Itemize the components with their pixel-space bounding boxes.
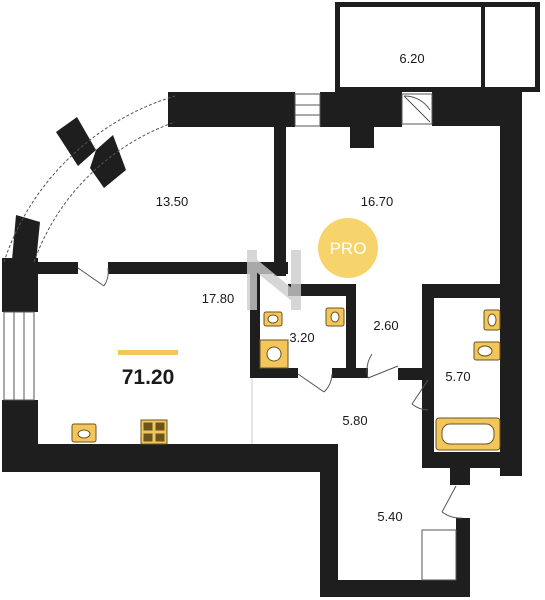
room-area-hall: 5.80 xyxy=(342,413,367,428)
stove-burner-4-icon xyxy=(155,433,165,442)
toilet-bowl-icon xyxy=(267,314,279,324)
entrance-wardrobe xyxy=(421,529,457,581)
balcony-divider xyxy=(481,2,485,90)
entrance-wall-right-upper xyxy=(450,465,470,485)
wc-wall-left xyxy=(250,274,260,378)
door-balcony xyxy=(403,95,431,123)
room-area-entrance: 5.40 xyxy=(377,509,402,524)
bathroom-wall-left xyxy=(422,284,434,468)
door-room-small xyxy=(77,267,109,287)
door-corridor xyxy=(366,353,399,379)
room-area-wc: 3.20 xyxy=(289,330,314,345)
bathroom-wall-top xyxy=(422,284,520,298)
pro-badge-text: PRO xyxy=(330,239,367,258)
door-wc xyxy=(297,373,333,393)
interior-wall-vertical-kitchen xyxy=(274,126,286,276)
balcony-wall-right xyxy=(535,2,540,92)
balcony-wall-top xyxy=(335,2,540,7)
stove-burner-1-icon xyxy=(143,422,153,431)
watermark-logo-diagonal xyxy=(248,258,300,302)
bottom-wall-living xyxy=(2,444,322,472)
corridor-wall-bottom xyxy=(332,368,368,378)
left-wall-upper xyxy=(2,258,38,312)
interior-wall-horizontal-2 xyxy=(108,262,288,274)
room-area-balcony: 6.20 xyxy=(399,51,424,66)
living-sink-basin-icon xyxy=(77,429,91,439)
room-area-living: 17.80 xyxy=(202,291,235,306)
stove-burner-3-icon xyxy=(143,433,153,442)
pro-badge xyxy=(318,218,378,278)
door-bathroom xyxy=(411,379,429,411)
corridor-wall-bottom-2 xyxy=(398,368,426,380)
wc-sink-basin-icon xyxy=(330,311,340,323)
entrance-wall-right xyxy=(456,518,470,597)
bath-toilet-bowl-icon xyxy=(477,345,493,357)
bathroom-wall-bottom xyxy=(422,452,520,468)
arc-window-outer xyxy=(3,95,176,263)
balcony-wall-left xyxy=(335,2,340,92)
room-area-bathroom: 5.70 xyxy=(445,369,470,384)
wc-wall-bottom xyxy=(250,368,298,378)
kitchen-column xyxy=(350,120,374,148)
room-area-corridor: 2.60 xyxy=(373,318,398,333)
arc-wall-2 xyxy=(90,135,126,188)
window-left xyxy=(3,311,35,401)
total-area-accent-bar xyxy=(118,350,178,355)
wc-wall-top xyxy=(288,284,356,296)
entrance-wall-bottom xyxy=(320,580,470,597)
door-entrance xyxy=(441,485,463,519)
stove-burner-2-icon xyxy=(155,422,165,431)
doors xyxy=(77,95,463,519)
shower-drain-icon xyxy=(266,346,282,362)
bathtub-basin-icon xyxy=(441,423,495,445)
room-area-room-small: 13.50 xyxy=(156,194,189,209)
right-wall xyxy=(500,88,522,476)
arc-wall-4 xyxy=(12,215,40,262)
interior-wall-horizontal xyxy=(36,262,78,274)
windows xyxy=(3,93,433,401)
bath-sink-basin-icon xyxy=(487,313,497,327)
entrance-wall-left xyxy=(320,444,338,597)
room-area-kitchen: 16.70 xyxy=(361,194,394,209)
wc-wall-right xyxy=(346,284,356,378)
arc-windows xyxy=(3,95,176,263)
arc-window-inner xyxy=(33,121,176,263)
window-top-kitchen xyxy=(294,93,321,127)
arc-wall-1 xyxy=(56,117,96,166)
arc-wall-3 xyxy=(168,92,190,127)
total-area: 71.20 xyxy=(122,366,175,389)
watermark-logo xyxy=(247,250,301,310)
fixtures xyxy=(71,307,501,451)
walls xyxy=(2,2,540,597)
